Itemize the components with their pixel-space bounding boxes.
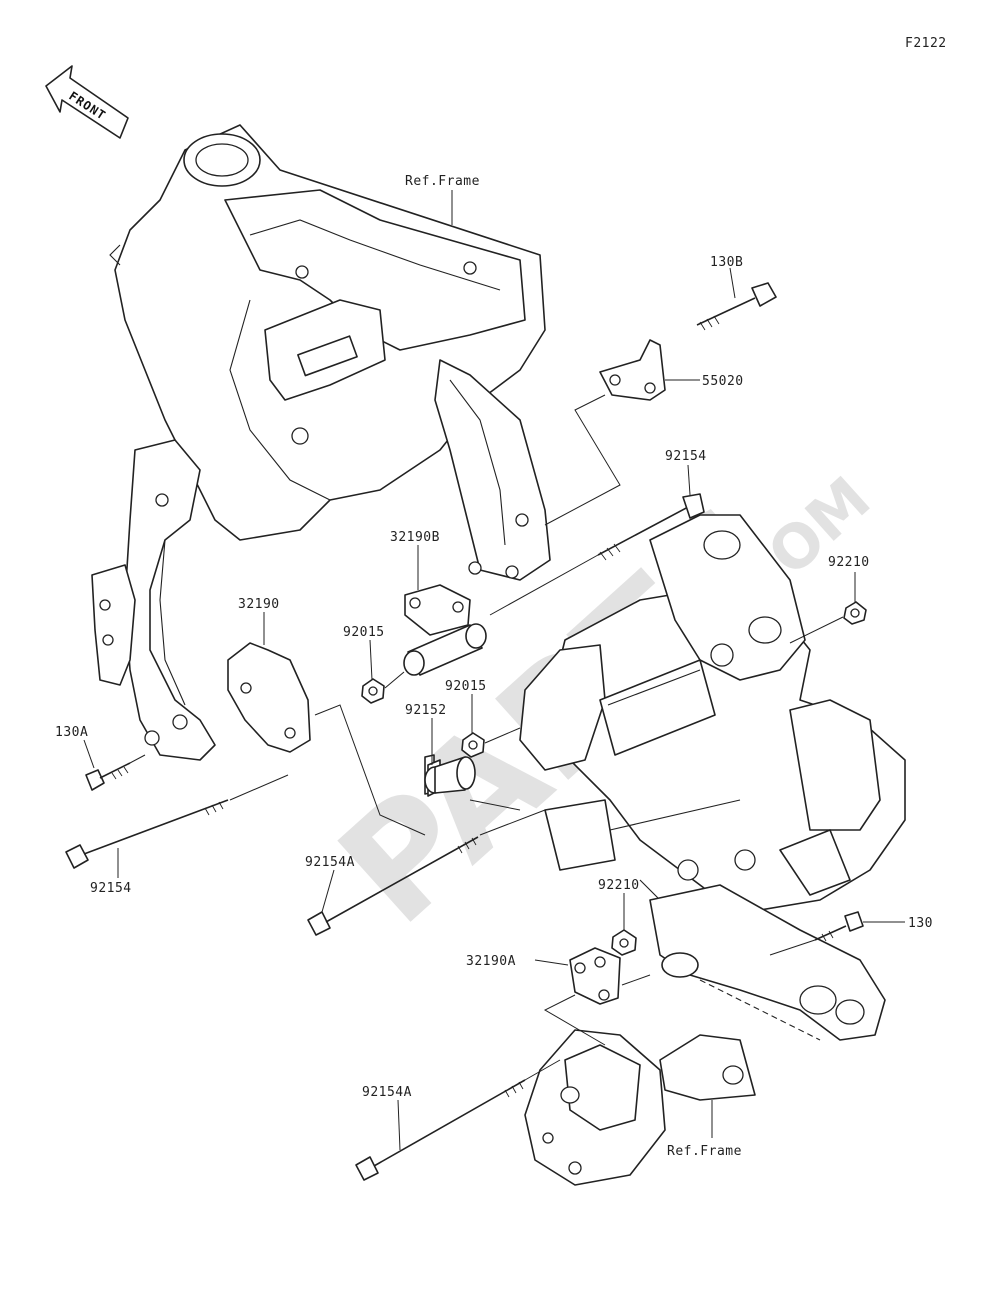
engine-side-cover	[599, 659, 716, 756]
plate-32190A-icon	[569, 947, 621, 1005]
label-92210-right: 92210	[828, 555, 870, 570]
engine-assembly	[519, 514, 906, 961]
label-ref-frame-bottom: Ref.Frame	[667, 1144, 742, 1159]
label-130B: 130B	[710, 255, 743, 270]
bolt-92154-left-icon	[65, 799, 229, 869]
label-92015-left: 92015	[343, 625, 385, 640]
side-plate	[91, 564, 136, 686]
label-32190A: 32190A	[466, 954, 516, 969]
bolt-130B-icon	[696, 282, 777, 331]
bolt-130-icon	[814, 911, 864, 942]
nut-92015-left-icon	[361, 678, 385, 704]
label-32190: 32190	[238, 597, 280, 612]
spacer-upper-icon	[403, 623, 487, 676]
bolt-92154A-mid-icon	[307, 836, 479, 936]
nut-92210-mid-icon	[611, 929, 637, 956]
nut-92015-right-icon	[461, 732, 485, 758]
label-55020: 55020	[702, 374, 744, 389]
label-ref-frame-top: Ref.Frame	[405, 174, 480, 189]
label-92154A-mid: 92154A	[305, 855, 355, 870]
label-130: 130	[908, 916, 933, 931]
label-32190B: 32190B	[390, 530, 440, 545]
label-130A: 130A	[55, 725, 88, 740]
frame-downtube	[434, 359, 551, 581]
front-arrow-icon: FRONT	[45, 65, 129, 139]
bracket-55020-icon	[599, 339, 666, 401]
lower-crossmember	[649, 884, 886, 1101]
label-92154A-bottom: 92154A	[362, 1085, 412, 1100]
nut-92210-right-icon	[843, 601, 867, 625]
lower-mount-bracket	[524, 1029, 666, 1186]
plate-32190-icon	[227, 642, 311, 753]
plate-32190B-icon	[404, 584, 471, 636]
bolt-130A-icon	[85, 762, 131, 791]
label-92210-mid: 92210	[598, 878, 640, 893]
label-92154-left: 92154	[90, 881, 132, 896]
spacer-92152-icon	[424, 754, 476, 797]
figure-code: F2122	[905, 36, 947, 51]
bolt-92154-top-icon	[597, 493, 705, 561]
label-92015-right: 92015	[445, 679, 487, 694]
bolt-92154A-bottom-icon	[355, 1079, 526, 1181]
label-92154-top: 92154	[665, 449, 707, 464]
left-frame-bracket	[91, 439, 216, 761]
main-frame	[109, 124, 551, 581]
label-92152: 92152	[405, 703, 447, 718]
